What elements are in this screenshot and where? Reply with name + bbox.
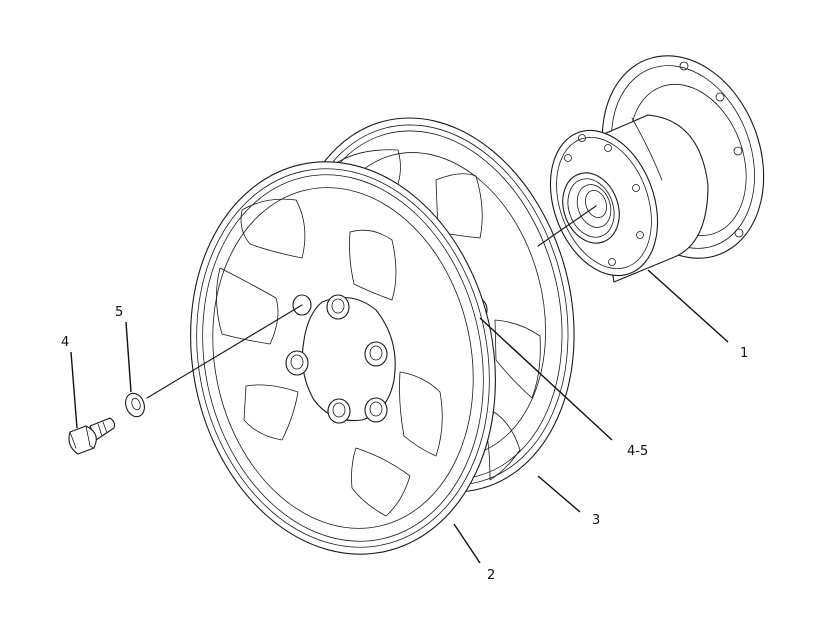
leader-line-bolt-washer-set (479, 317, 613, 441)
wheel-nut (364, 397, 388, 423)
callout-bolt: 4 (61, 335, 69, 350)
hub-assembly (549, 55, 765, 283)
wheel-nut (326, 294, 350, 320)
callout-inner-wheel: 3 (592, 513, 600, 528)
wheel-nut (285, 350, 309, 376)
leader-line-bolt (70, 351, 78, 429)
assembly-axis-line (146, 304, 303, 399)
washer (125, 392, 145, 418)
callout-washer: 5 (115, 305, 123, 320)
outer-wheel-spoke-windows (216, 198, 443, 517)
leader-line-hub (647, 269, 729, 343)
callout-outer-wheel: 2 (487, 568, 495, 583)
wheel-nut (327, 398, 351, 424)
assembly-axis-line (537, 205, 597, 247)
wheel-nut (364, 341, 388, 367)
leader-line-washer (125, 321, 132, 393)
outer-wheel (190, 161, 496, 555)
callout-bolt-washer-set: 4-5 (627, 444, 648, 459)
bolt (68, 417, 116, 455)
hub-bearing-bore (562, 172, 620, 244)
callout-hub: 1 (740, 346, 748, 361)
leader-line-outer-wheel (453, 523, 481, 564)
leader-line-inner-wheel (537, 475, 581, 513)
outer-wheel-center-plate (301, 296, 396, 422)
